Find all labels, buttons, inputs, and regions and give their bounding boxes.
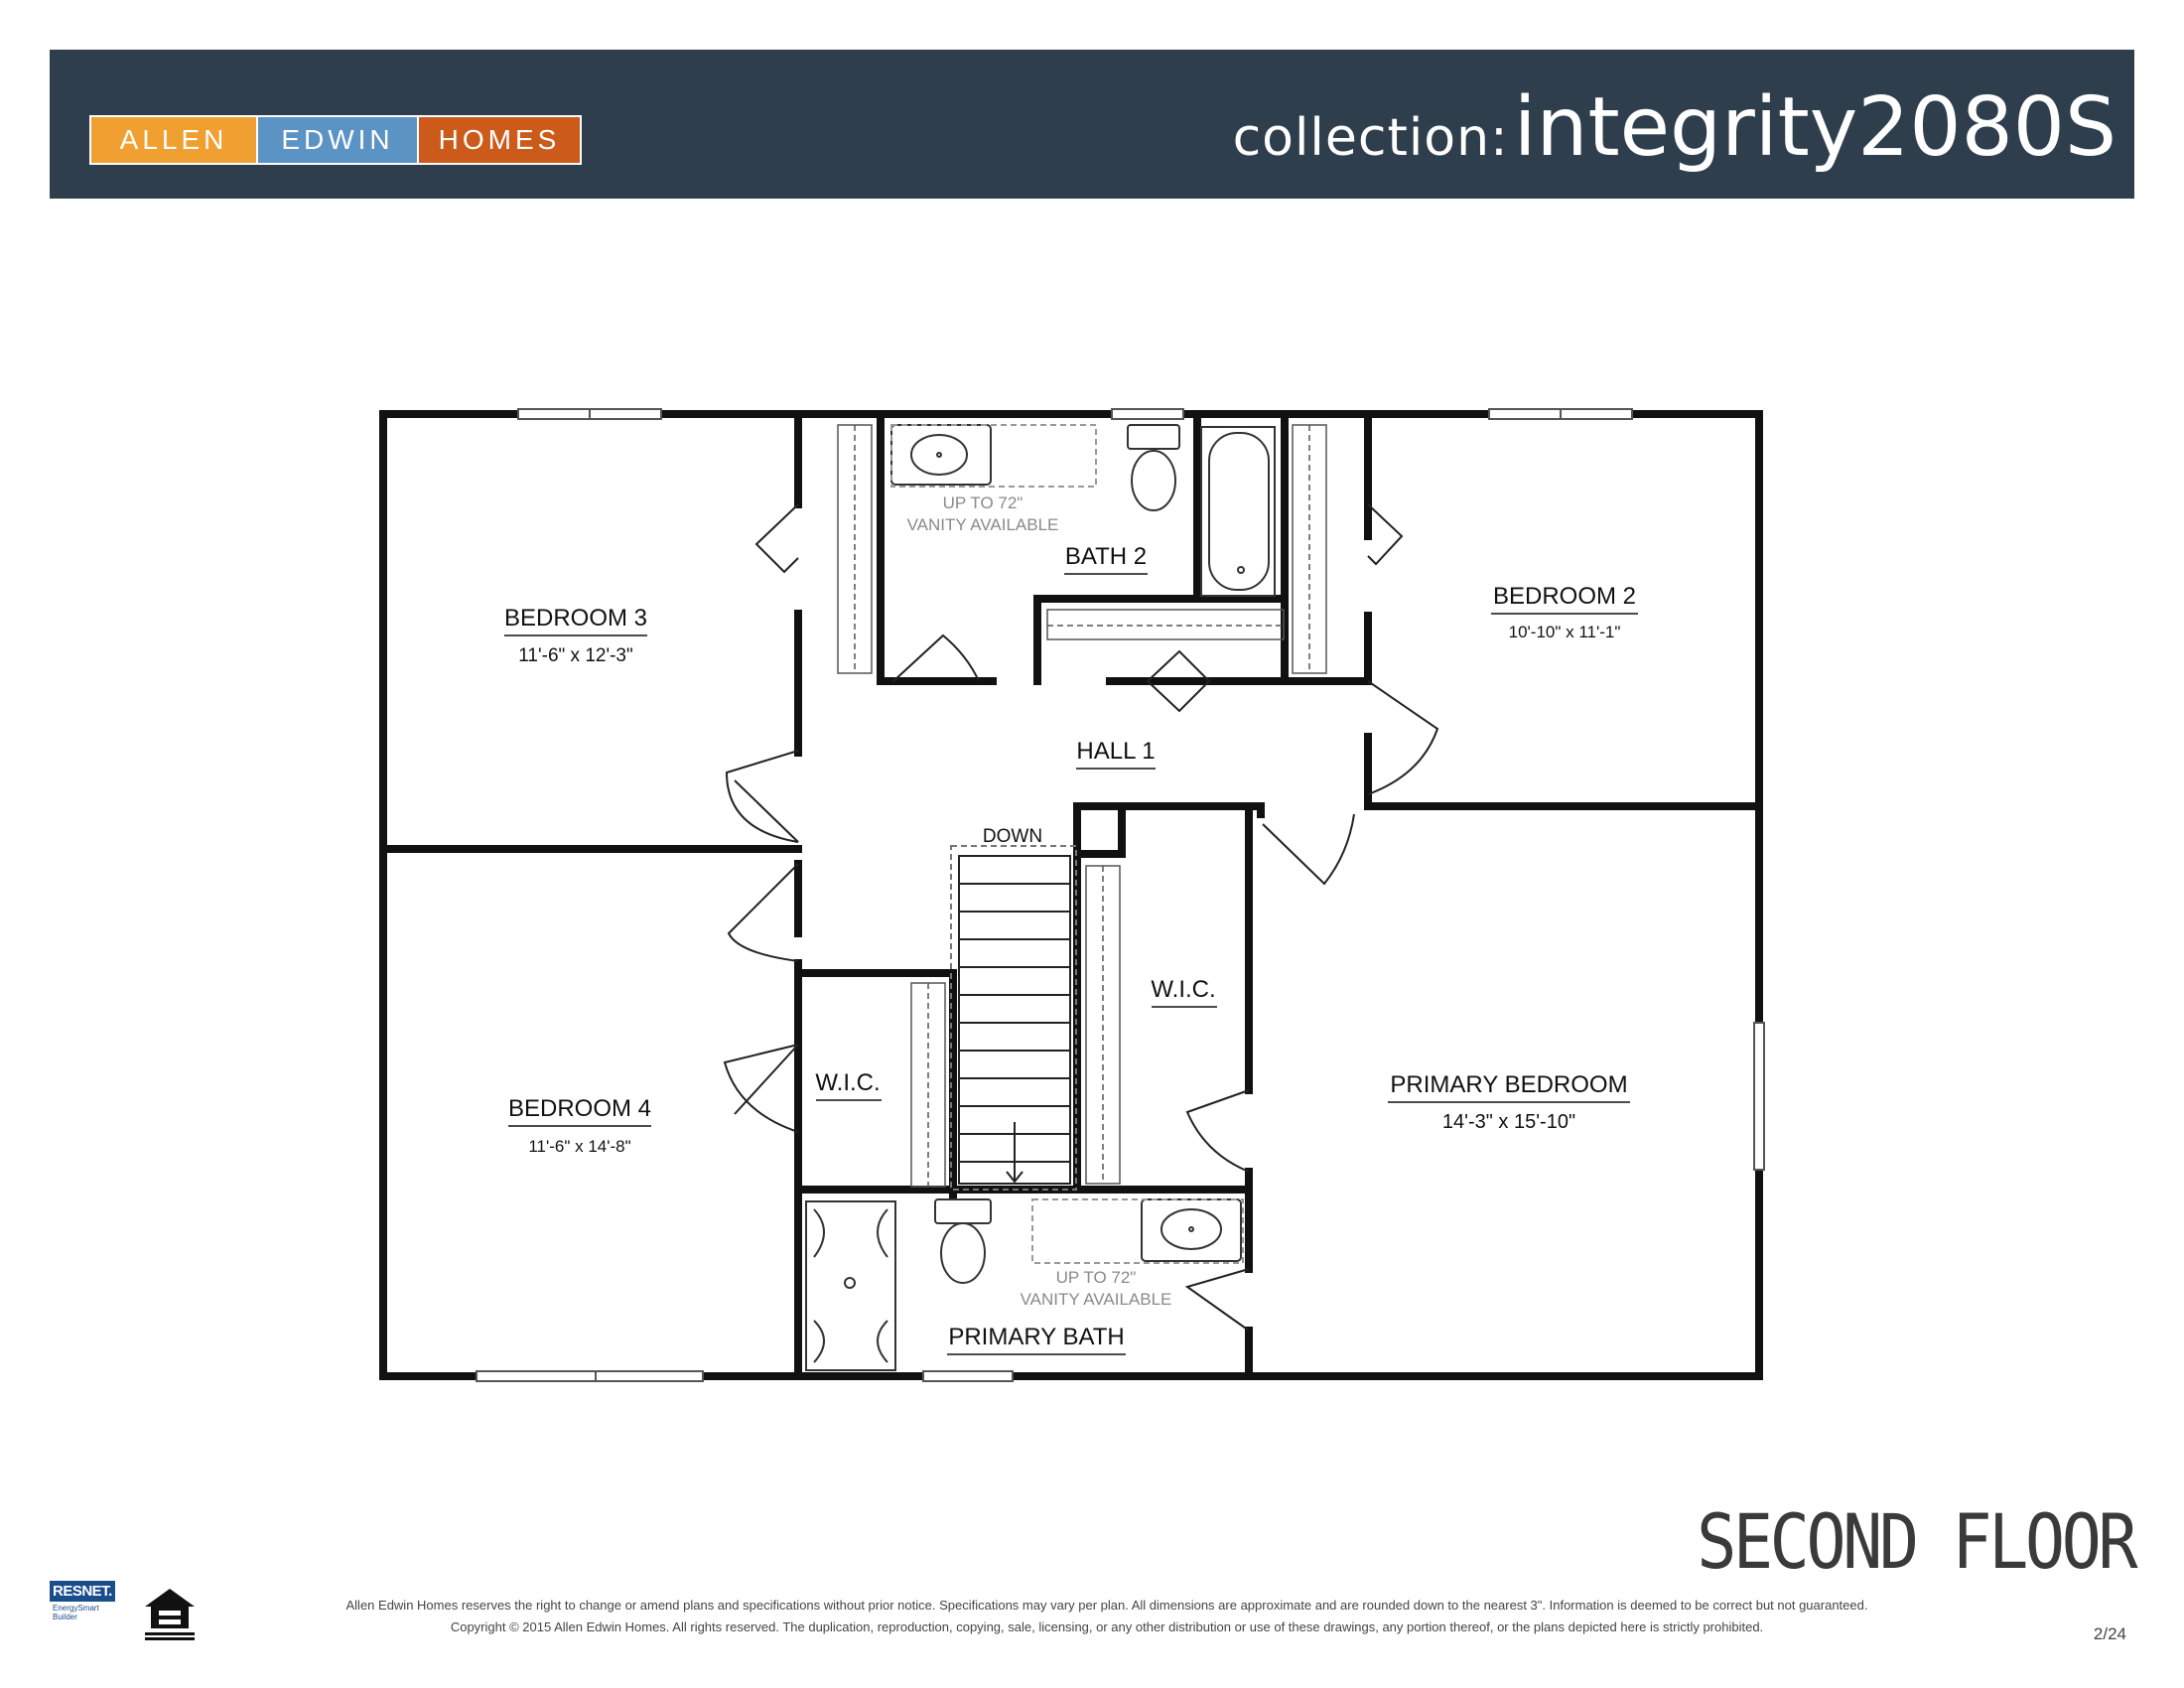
primary-bath-vanity-line1: UP TO 72" — [1056, 1268, 1137, 1287]
primary-bath-fixtures — [805, 1198, 1244, 1371]
stairs-down-label: DOWN — [983, 826, 1042, 847]
equal-housing-icon — [145, 1589, 195, 1640]
hall1-label: HALL 1 — [1076, 738, 1155, 765]
bath2-vanity-line1: UP TO 72" — [943, 493, 1024, 512]
disclaimer: Allen Edwin Homes reserves the right to … — [298, 1595, 1916, 1638]
floor-title: SECOND FLOOR — [1697, 1497, 2137, 1586]
resnet-badge: RESNET. EnergySmart Builder — [50, 1581, 115, 1642]
primary-bedroom-dims: 14'-3" x 15'-10" — [1442, 1111, 1575, 1133]
bedroom4-label: BEDROOM 4 — [508, 1095, 651, 1122]
logo-allen: ALLEN — [91, 117, 256, 163]
collection-label: collection: — [1232, 108, 1509, 168]
stairs — [950, 845, 1077, 1191]
bath2-fixtures — [890, 424, 1276, 597]
bath2-vanity-line2: VANITY AVAILABLE — [907, 515, 1059, 534]
primary-bath-vanity-line2: VANITY AVAILABLE — [1021, 1290, 1172, 1309]
wic-left-label: W.I.C. — [815, 1069, 880, 1096]
header-bar: ALLEN EDWIN HOMES collection: integrity2… — [50, 50, 2134, 199]
resnet-subtitle: EnergySmart Builder — [53, 1604, 99, 1621]
walls — [379, 410, 1763, 1380]
primary-bath-label: PRIMARY BATH — [948, 1324, 1124, 1350]
windows — [476, 408, 1765, 1382]
bedroom3-label: BEDROOM 3 — [504, 605, 647, 632]
collection-title: collection: integrity2080S — [1233, 87, 2116, 169]
page-number: 2/24 — [2093, 1624, 2126, 1643]
room-labels: BEDROOM 3 11'-6" x 12'-3" BATH 2 UP TO 7… — [504, 493, 1638, 1355]
wic-right-label: W.I.C. — [1151, 976, 1215, 1003]
bedroom3-dims: 11'-6" x 12'-3" — [518, 645, 632, 666]
bedroom4-dims: 11'-6" x 14'-8" — [528, 1137, 630, 1156]
bedroom2-label: BEDROOM 2 — [1493, 583, 1636, 610]
logo-edwin: EDWIN — [256, 117, 419, 163]
bedroom2-dims: 10'-10" x 11'-1" — [1509, 623, 1621, 641]
doors — [723, 503, 1439, 1332]
closets — [837, 424, 1327, 1188]
primary-bedroom-label: PRIMARY BEDROOM — [1390, 1071, 1627, 1098]
bath2-label: BATH 2 — [1065, 543, 1147, 570]
disclaimer-line2: Copyright © 2015 Allen Edwin Homes. All … — [450, 1619, 1764, 1634]
logo-homes: HOMES — [419, 117, 580, 163]
collection-model: integrity2080S — [1513, 80, 2116, 175]
allen-edwin-homes-logo[interactable]: ALLEN EDWIN HOMES — [89, 115, 582, 165]
resnet-title: RESNET. — [50, 1581, 115, 1602]
disclaimer-line1: Allen Edwin Homes reserves the right to … — [345, 1598, 1868, 1613]
